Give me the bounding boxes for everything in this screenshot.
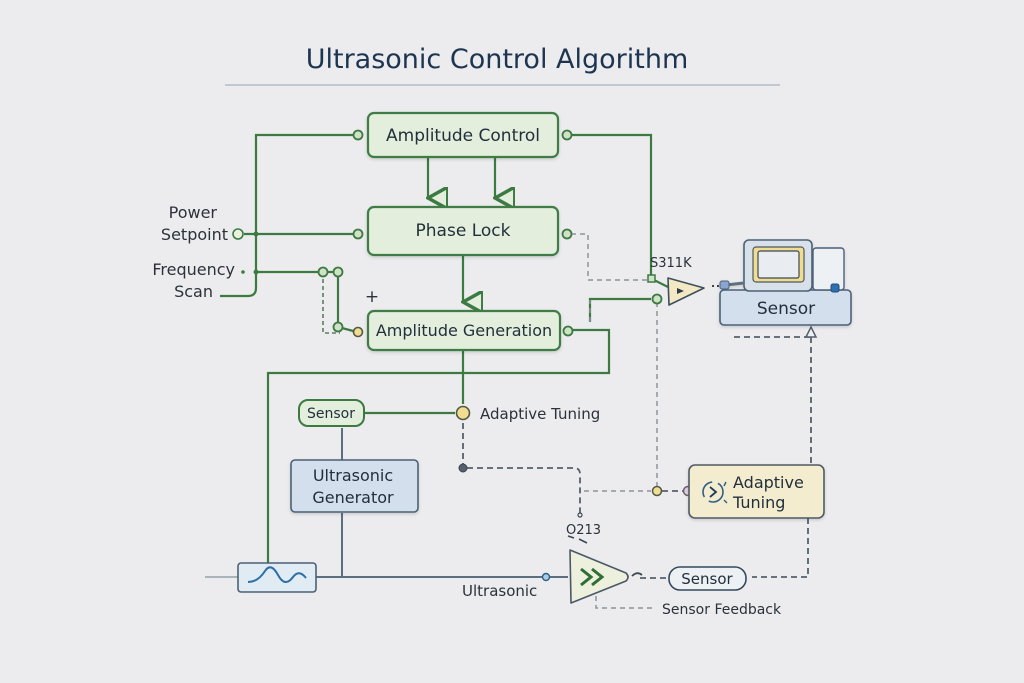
wire-amp-gen-loop (266, 328, 611, 565)
ultrasonic-port[interactable] (541, 572, 551, 582)
ultrasonic-wires (205, 285, 722, 578)
sensor-device-label: Sensor (757, 299, 815, 319)
amplifier-input-port-1[interactable] (647, 274, 656, 283)
sine-wave-icon (247, 566, 307, 583)
sensor-pill[interactable] (668, 566, 747, 591)
wire-amp-control-to-amplifier (570, 133, 653, 276)
phase-lock-output-port[interactable] (561, 228, 573, 240)
sensor-small-block[interactable] (298, 399, 365, 427)
amplitude-control-block[interactable] (366, 111, 560, 159)
diagram-title: Ultrasonic Control Algorithm (306, 44, 689, 75)
waveform-block[interactable] (237, 562, 317, 593)
amplifier-output-arc (631, 572, 643, 577)
sensor-pill-label: Sensor (681, 570, 733, 588)
wire-dashed-bypass (322, 272, 340, 334)
adaptive-tuning-label-1: Adaptive (733, 473, 804, 492)
amplifier-input-port-2[interactable] (651, 293, 663, 305)
phase-lock-label: Phase Lock (416, 221, 511, 241)
junction-dot (253, 231, 259, 237)
amplifier-bottom-id: O213 (566, 523, 601, 538)
sensor-connector-right (830, 283, 840, 293)
branch-port-2[interactable] (332, 266, 344, 278)
sensor-small-label: Sensor (307, 406, 355, 422)
power-setpoint-label-2: Setpoint (161, 225, 228, 244)
dashed-phase-lock-to-amplifier (571, 233, 648, 281)
dashed-wires (462, 233, 818, 609)
sensor-feedback-label: Sensor Feedback (662, 602, 782, 618)
phase-lock-block[interactable] (366, 205, 560, 257)
sensor-device[interactable] (719, 239, 852, 326)
amplitude-control-label: Amplitude Control (386, 126, 540, 146)
input-power-setpoint: Power Setpoint (161, 203, 259, 244)
adaptive-tuning-label-2: Tuning (732, 493, 785, 512)
plus-sign: + (365, 287, 379, 307)
amplifier-triangle-icon (667, 277, 705, 306)
ultrasonic-signal-label: Ultrasonic (462, 582, 537, 600)
sensor-device-side-module (812, 247, 845, 291)
dashed-junction-dot (458, 463, 468, 473)
ultrasonic-generator-label-2: Generator (312, 488, 394, 507)
frequency-scan-label-2: Scan (174, 282, 213, 301)
o213-port[interactable] (577, 512, 583, 518)
amp-gen-input-port[interactable] (352, 326, 364, 338)
amp-control-input-port[interactable] (352, 129, 364, 141)
amplifier-top[interactable] (667, 277, 705, 306)
input-frequency-scan: Frequency Scan (152, 260, 259, 301)
ultrasonic-generator-label-1: Ultrasonic (313, 466, 393, 485)
dashed-sensor-feedback (595, 596, 656, 609)
junction-dot (253, 269, 259, 275)
phase-lock-input-port[interactable] (352, 228, 364, 240)
ultrasonic-generator-block[interactable] (290, 459, 419, 513)
frequency-scan-label-1: Frequency (152, 260, 235, 279)
amplifier-bottom[interactable] (569, 549, 629, 604)
o213-tick-marks (567, 535, 588, 544)
adaptive-tuning-node-label: Adaptive Tuning (480, 405, 600, 423)
wire-frequency-scan-trunk (220, 133, 357, 298)
branch-port-1[interactable] (317, 266, 329, 278)
branch-port-3[interactable] (332, 321, 344, 333)
monitor-screen (757, 250, 800, 279)
double-chevron-amplifier-icon (580, 567, 605, 587)
adaptive-tuning-junction[interactable] (651, 485, 663, 497)
power-setpoint-port[interactable] (232, 228, 244, 240)
dashed-node-to-o213 (467, 467, 581, 514)
power-setpoint-label-1: Power (169, 203, 218, 222)
amp-control-output-port[interactable] (561, 129, 573, 141)
ports (317, 129, 663, 338)
amplitude-generation-label: Amplitude Generation (376, 321, 552, 340)
frequency-scan-port[interactable] (241, 270, 245, 274)
amplifier-play-glyph (677, 288, 684, 294)
sensor-connector-left (719, 280, 730, 290)
amplifier-top-id: S311K (650, 256, 692, 271)
wire-frequency-to-amp-gen (258, 270, 358, 334)
cycle-chevron-icon (702, 481, 728, 504)
wire-amp-input-2 (588, 297, 651, 322)
amplitude-generation-block[interactable] (366, 309, 562, 352)
adaptive-tuning-block[interactable] (688, 464, 825, 519)
amp-gen-output-port[interactable] (562, 325, 574, 337)
adaptive-tuning-node[interactable] (455, 405, 471, 421)
dashed-adaptive-to-sensor-pill (752, 518, 809, 578)
sensor-input-arrowhead (804, 325, 818, 338)
